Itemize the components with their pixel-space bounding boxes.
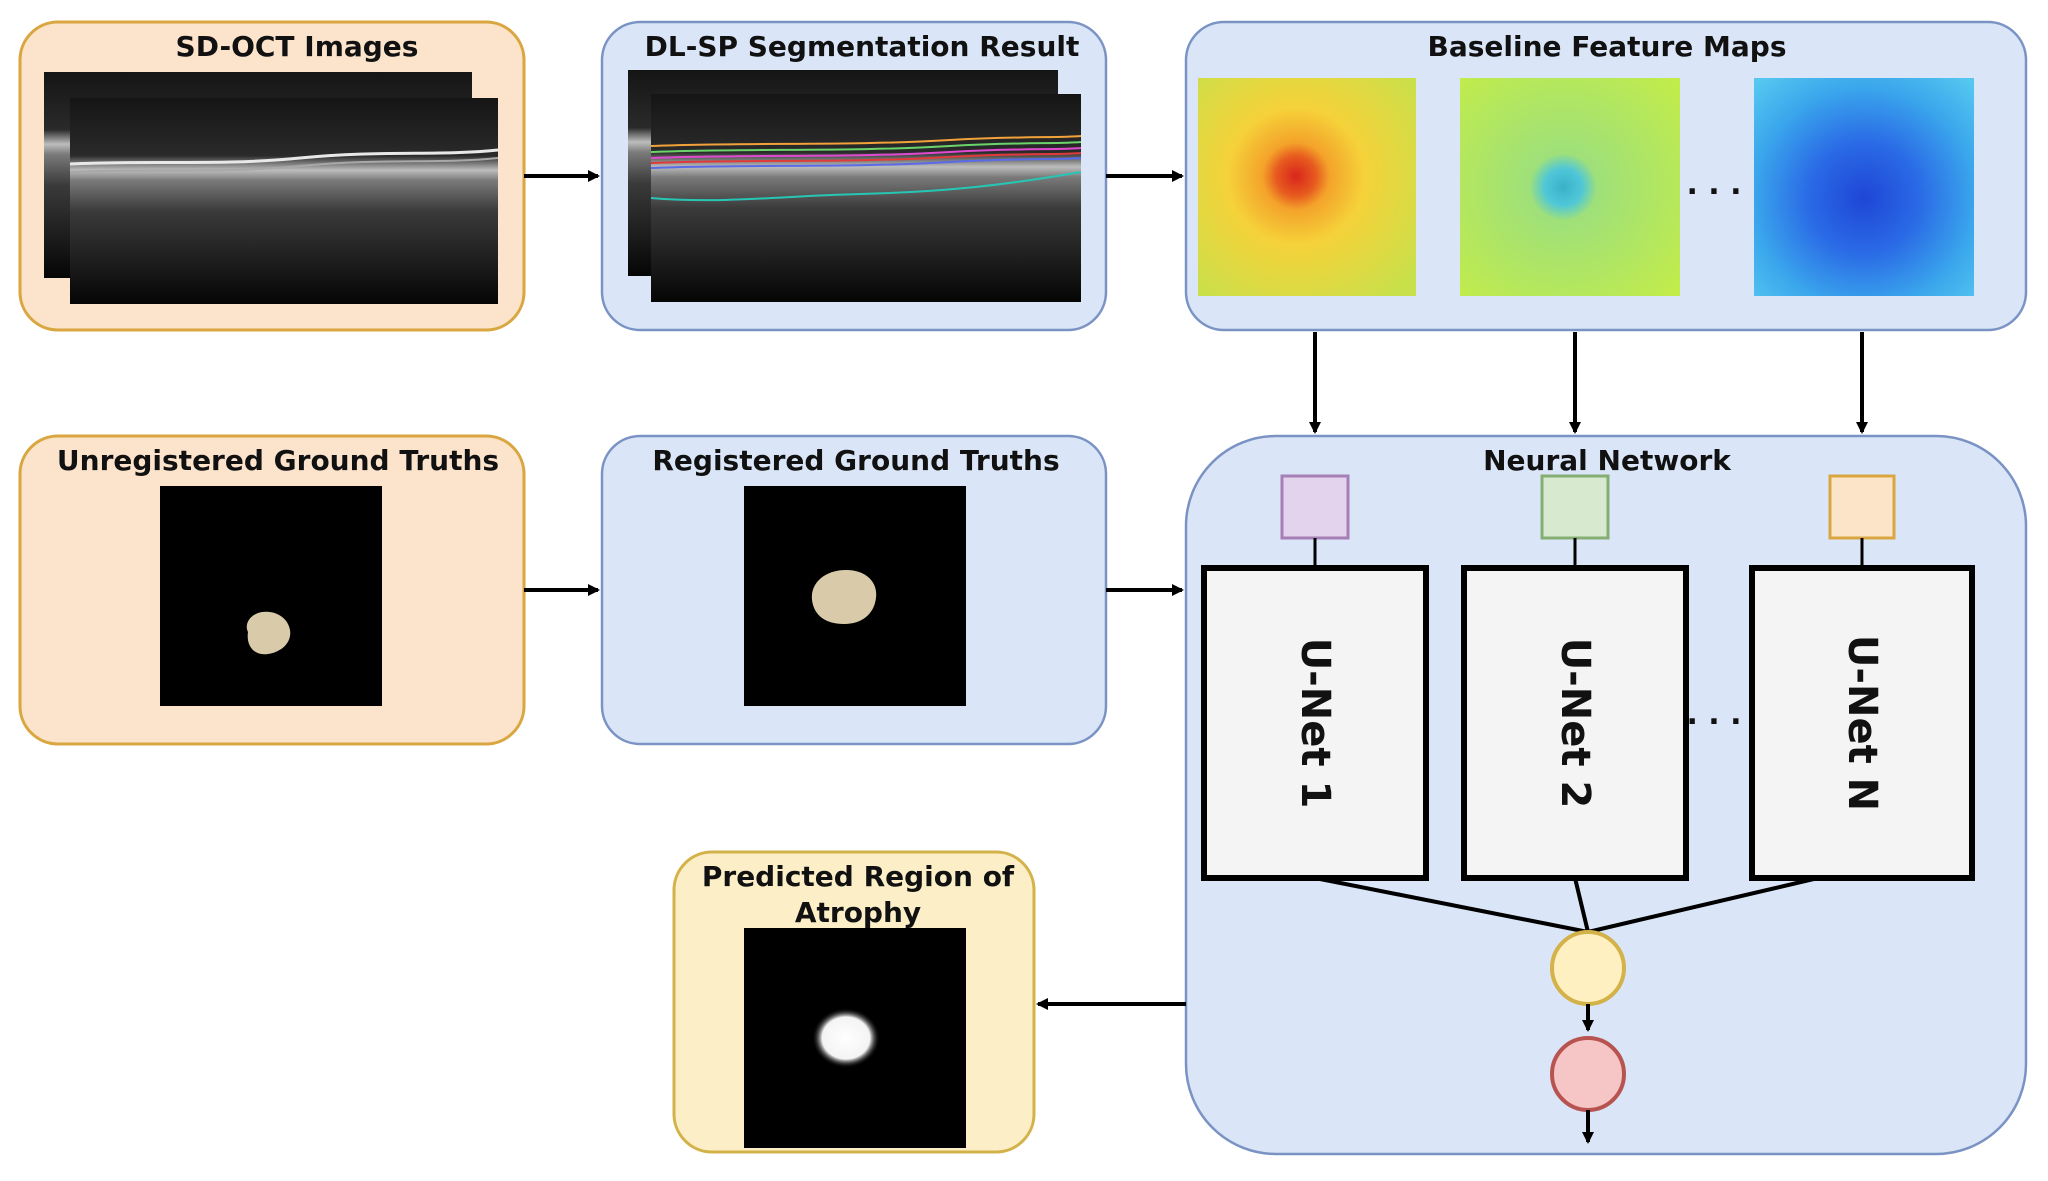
unregistered-title: Unregistered Ground Truths xyxy=(57,444,499,477)
input-square-3 xyxy=(1828,474,1896,540)
merge-line-2 xyxy=(1573,877,1590,933)
predicted-title-line2: Atrophy xyxy=(795,896,921,929)
output-node xyxy=(1550,1036,1626,1112)
feature-map-2 xyxy=(1460,78,1680,296)
unet-block-1: U-Net 1 xyxy=(1201,565,1429,881)
input-square-1 xyxy=(1280,474,1350,540)
baseline-title: Baseline Feature Maps xyxy=(1428,30,1787,63)
network-title: Neural Network xyxy=(1483,444,1732,477)
feature-map-3 xyxy=(1754,78,1974,296)
dlsp-box: DL-SP Segmentation Result xyxy=(600,20,1108,332)
baseline-box: Baseline Feature Maps . . . xyxy=(1184,20,2028,332)
network-ellipsis: . . . xyxy=(1686,697,1741,732)
unregistered-lesion xyxy=(246,611,291,655)
ensemble-node xyxy=(1550,930,1626,1006)
dlsp-title: DL-SP Segmentation Result xyxy=(645,30,1080,63)
registered-lesion xyxy=(811,570,877,624)
unregistered-box: Unregistered Ground Truths xyxy=(18,434,526,746)
sdoct-title: SD-OCT Images xyxy=(176,30,419,63)
baseline-ellipsis: . . . xyxy=(1686,167,1741,202)
registered-box: Registered Ground Truths xyxy=(600,434,1108,746)
predicted-box: Predicted Region of Atrophy xyxy=(672,850,1036,1154)
unet-block-3: U-Net N xyxy=(1749,565,1975,881)
dlsp-image-stack xyxy=(628,70,1082,302)
network-box: Neural Network U-Net 1 U-Net 2 . . . U-N… xyxy=(1184,434,2028,1156)
unet-label-2: U-Net 2 xyxy=(1552,638,1598,809)
unet-label-3: U-Net N xyxy=(1839,635,1885,811)
sdoct-image-stack xyxy=(44,72,499,304)
predicted-lesion xyxy=(812,1008,880,1068)
unregistered-mask xyxy=(160,486,382,706)
predicted-title-line1: Predicted Region of xyxy=(702,860,1015,893)
input-square-2 xyxy=(1540,474,1610,540)
merge-line-3 xyxy=(1587,876,1819,934)
feature-map-1 xyxy=(1198,78,1416,296)
unet-label-1: U-Net 1 xyxy=(1292,638,1338,809)
registered-title: Registered Ground Truths xyxy=(652,444,1059,477)
sdoct-box: SD-OCT Images xyxy=(18,20,526,332)
merge-line-1 xyxy=(1314,876,1589,934)
unet-block-2: U-Net 2 xyxy=(1461,565,1689,881)
